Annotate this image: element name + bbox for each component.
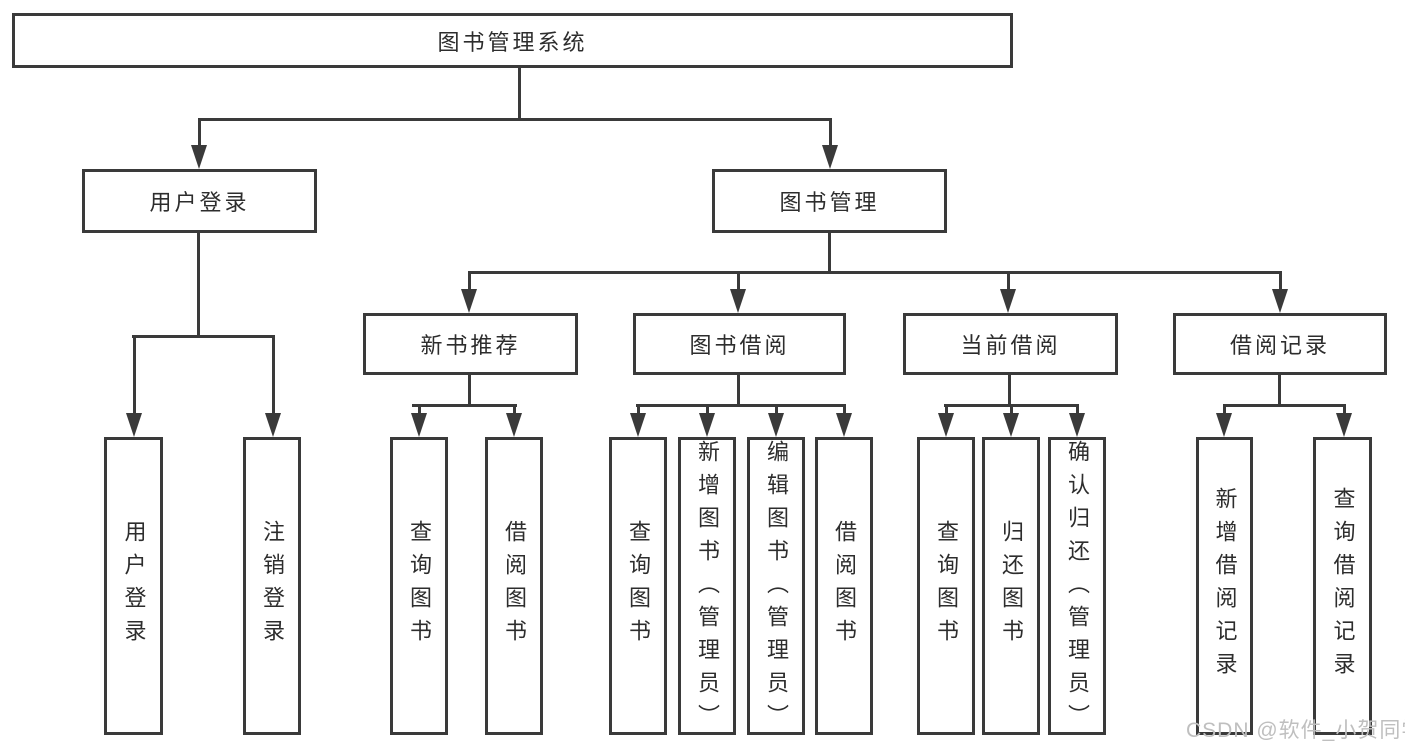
arrow-down-icon [822,118,838,169]
leaf-borrowing-add-books-admin: 新增图书（管理员） [678,437,736,737]
leaf-current-query-books-label: 查询图书 [934,520,959,652]
connector-root-branch [198,118,832,121]
leaf-logout-label: 注销登录 [260,520,285,652]
arrow-down-icon [506,404,522,437]
node-borrowing-records-label: 借阅记录 [1229,333,1330,358]
connector-root-stem [518,68,521,120]
arrow-down-icon [836,404,852,437]
leaf-newbook-query-books-label: 查询图书 [407,520,432,652]
leaf-borrowing-edit-books-admin: 编辑图书（管理员） [747,437,805,737]
arrow-down-icon [1069,404,1085,437]
leaf-logout: 注销登录 [243,437,301,735]
connector-book-mgmt-branch [468,271,1282,274]
leaf-records-add-record: 新增借阅记录 [1196,437,1253,735]
arrow-down-icon [411,404,427,437]
arrow-down-icon [768,404,784,437]
connector-records-stem [1278,375,1281,407]
node-user-login-label: 用户登录 [149,190,250,215]
leaf-borrowing-edit-books-admin-label: 编辑图书（管理员） [764,440,789,737]
node-new-book-recommend: 新书推荐 [363,313,578,375]
leaf-records-query-record-label: 查询借阅记录 [1330,487,1356,685]
leaf-records-add-record-label: 新增借阅记录 [1212,487,1238,685]
node-root-label: 图书管理系统 [437,29,588,55]
node-current-borrowing: 当前借阅 [903,313,1118,375]
connector-records-branch [1223,404,1345,407]
connector-borrowing-branch [636,404,846,407]
leaf-newbook-query-books: 查询图书 [390,437,448,735]
node-current-borrowing-label: 当前借阅 [960,333,1061,358]
arrow-down-icon [126,335,142,437]
arrow-down-icon [699,404,715,437]
arrow-down-icon [938,404,954,437]
leaf-newbook-borrow-books: 借阅图书 [485,437,543,735]
leaf-user-login-label: 用户登录 [121,520,147,652]
node-root-library-system: 图书管理系统 [12,13,1013,68]
leaf-current-return-books-label: 归还图书 [999,520,1024,652]
connector-newbook-branch [412,404,517,407]
node-book-management-label: 图书管理 [779,190,880,215]
leaf-borrowing-add-books-admin-label: 新增图书（管理员） [695,440,720,737]
arrow-down-icon [1003,404,1019,437]
connector-user-login-branch [132,335,275,338]
node-book-borrowing: 图书借阅 [633,313,846,375]
leaf-newbook-borrow-books-label: 借阅图书 [502,520,527,652]
connector-user-login-stem [197,233,200,338]
leaf-borrowing-borrow-books-label: 借阅图书 [832,520,857,652]
leaf-current-query-books: 查询图书 [917,437,975,735]
arrow-down-icon [1272,271,1288,313]
leaf-current-confirm-return-admin-label: 确认归还（管理员） [1065,440,1090,737]
node-user-login: 用户登录 [82,169,317,233]
csdn-watermark: CSDN @软件_小贺同学 [1186,719,1405,742]
arrow-down-icon [265,335,281,437]
arrow-down-icon [730,271,746,313]
leaf-borrowing-query-books: 查询图书 [609,437,667,735]
leaf-user-login: 用户登录 [104,437,163,735]
node-new-book-recommend-label: 新书推荐 [420,333,521,358]
arrow-down-icon [191,118,207,169]
arrow-down-icon [461,271,477,313]
leaf-borrowing-query-books-label: 查询图书 [626,520,651,652]
arrow-down-icon [1336,404,1352,437]
connector-book-mgmt-stem [828,233,831,274]
leaf-current-return-books: 归还图书 [982,437,1040,735]
connector-current-stem [1008,375,1011,407]
leaf-records-query-record: 查询借阅记录 [1313,437,1372,735]
leaf-borrowing-borrow-books: 借阅图书 [815,437,873,735]
arrow-down-icon [630,404,646,437]
node-book-borrowing-label: 图书借阅 [689,333,790,358]
arrow-down-icon [1216,404,1232,437]
leaf-current-confirm-return-admin: 确认归还（管理员） [1048,437,1106,737]
connector-newbook-stem [468,375,471,407]
arrow-down-icon [1000,271,1016,313]
node-borrowing-records: 借阅记录 [1173,313,1387,375]
connector-borrowing-stem [737,375,740,407]
node-book-management: 图书管理 [712,169,947,233]
